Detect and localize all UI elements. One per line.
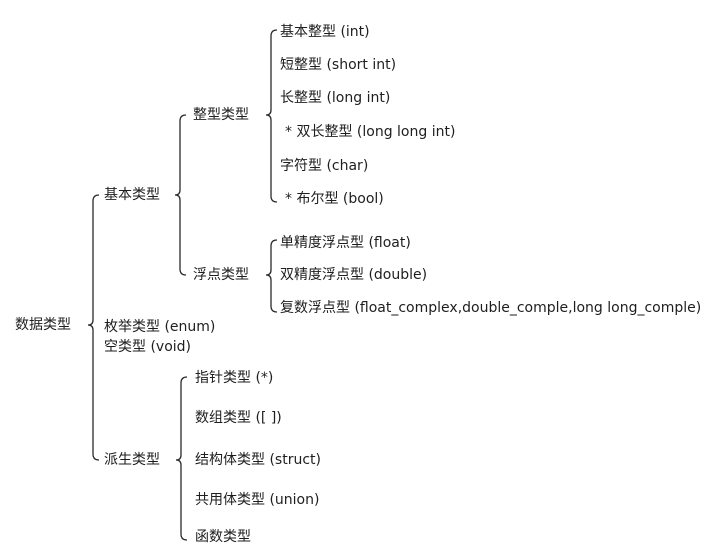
int-item: 基本整型 (int) <box>280 24 370 40</box>
basic-type-label: 基本类型 <box>104 187 160 203</box>
bool-item: * 布尔型 (bool) <box>285 191 384 207</box>
basic-brace <box>174 114 187 276</box>
array-item: 数组类型 ([ ]) <box>195 410 282 426</box>
derived-brace <box>175 376 188 541</box>
enum-label: 枚举类型 (enum) <box>104 319 216 335</box>
root-brace <box>87 194 100 461</box>
integer-brace <box>265 29 278 203</box>
struct-item: 结构体类型 (struct) <box>195 452 321 468</box>
union-item: 共用体类型 (union) <box>195 492 320 508</box>
long-long-int-item: * 双长整型 (long long int) <box>285 124 456 140</box>
void-label: 空类型 (void) <box>104 339 192 355</box>
float-type-label: 浮点类型 <box>193 267 249 283</box>
complex-item: 复数浮点型 (float_complex,double_comple,long … <box>280 300 702 316</box>
float-brace <box>265 239 278 313</box>
pointer-item: 指针类型 (*) <box>195 370 274 386</box>
char-item: 字符型 (char) <box>280 158 369 174</box>
derived-type-label: 派生类型 <box>104 452 160 468</box>
float-item: 单精度浮点型 (float) <box>280 235 411 251</box>
root-label: 数据类型 <box>15 317 71 333</box>
short-int-item: 短整型 (short int) <box>280 57 397 73</box>
long-int-item: 长整型 (long int) <box>280 90 391 106</box>
function-item: 函数类型 <box>195 529 251 545</box>
integer-type-label: 整型类型 <box>193 107 249 123</box>
double-item: 双精度浮点型 (double) <box>280 267 428 283</box>
